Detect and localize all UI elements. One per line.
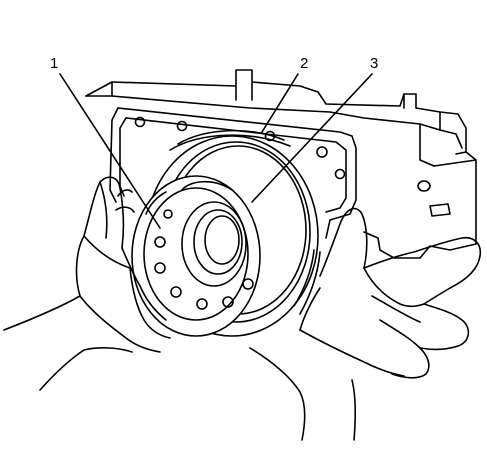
seal-bolt-hole: [196, 298, 208, 310]
leader-line-1: [59, 73, 161, 229]
callout-1: 1: [50, 55, 58, 72]
seal-bolt-hole: [154, 262, 166, 274]
callout-3: 3: [370, 55, 378, 72]
engine-block: [85, 69, 477, 259]
seal-bolt-hole: [170, 286, 182, 298]
seal-bolt-hole: [163, 209, 173, 219]
seal-bolt-hole: [154, 236, 166, 248]
left-hand: [3, 176, 171, 391]
right-hand: [249, 207, 482, 441]
seal-bolt-hole: [222, 296, 234, 308]
seal-bolt-hole: [242, 278, 254, 290]
gasket-bolt-hole: [176, 120, 188, 132]
gasket: [109, 107, 357, 239]
block-bolt-hole: [417, 180, 431, 192]
crankshaft-seal: [131, 175, 261, 337]
gasket-bolt-hole: [316, 146, 328, 158]
leader-lines: [59, 73, 373, 229]
leader-line-2: [261, 73, 299, 133]
callout-2: 2: [300, 55, 308, 72]
leader-line-3: [251, 73, 373, 203]
gasket-bolt-hole: [334, 168, 346, 180]
gasket-bolt-hole: [134, 116, 146, 128]
